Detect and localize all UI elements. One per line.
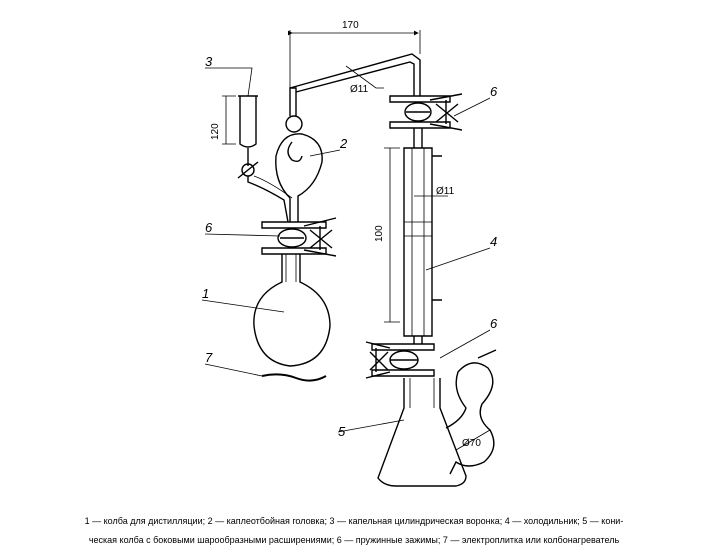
spring-clamp-lower-right xyxy=(365,341,435,379)
callout-7-heater: 7 xyxy=(205,350,213,365)
dim-funnel-height-120: 120 xyxy=(210,123,221,140)
dim-tube-diameter: Ø11 xyxy=(350,84,369,95)
callout-6-clamp-left: 6 xyxy=(205,220,213,235)
figure-caption: 1 — колба для дистилляции; 2 — каплеотбо… xyxy=(14,512,694,550)
condenser xyxy=(403,128,442,344)
caption-line-2: ческая колба с боковыми шарообразными ра… xyxy=(88,535,620,545)
dim-condenser-diameter: Ø11 xyxy=(436,186,455,197)
callout-6-clamp-top-right: 6 xyxy=(490,84,498,99)
spring-clamp-top-right xyxy=(389,93,463,131)
dropping-funnel xyxy=(237,95,293,223)
caption-line-1: 1 — колба для дистилляции; 2 — каплеотбо… xyxy=(84,516,624,526)
heater xyxy=(261,373,327,382)
distillation-flask xyxy=(253,250,331,367)
dim-condenser-height-100: 100 xyxy=(374,225,385,242)
callout-6-clamp-bottom-right: 6 xyxy=(490,316,498,331)
conical-flask xyxy=(377,349,497,487)
callout-5-conical-flask: 5 xyxy=(338,424,346,439)
dim-width-170: 170 xyxy=(342,20,359,31)
callout-1-distillation-flask: 1 xyxy=(202,286,209,301)
connecting-tube xyxy=(289,53,421,96)
dim-bulb-diameter-70: Ø70 xyxy=(462,438,481,449)
callout-4-condenser: 4 xyxy=(490,234,497,249)
callout-3-dropping-funnel: 3 xyxy=(205,54,213,69)
callout-2-splash-head: 2 xyxy=(339,136,348,151)
spring-clamp-lower-left xyxy=(261,217,337,257)
splash-head xyxy=(275,87,323,222)
apparatus-diagram: 170 Ø11 120 Ø11 100 Ø70 3 2 6 1 7 6 4 6 … xyxy=(201,20,498,487)
